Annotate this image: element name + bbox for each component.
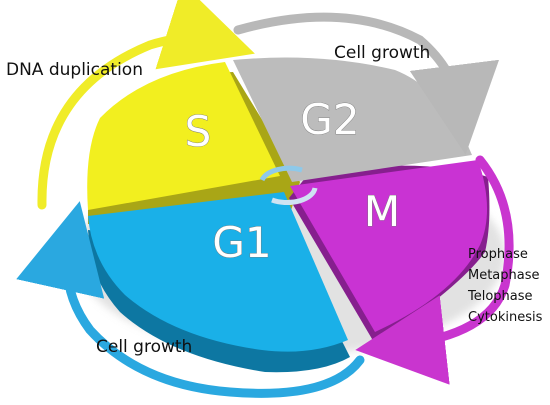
- segment-m: [290, 160, 488, 332]
- segment-label-s: S: [185, 107, 212, 156]
- segment-g1: [88, 192, 348, 352]
- arrow-magenta: [355, 155, 514, 385]
- phase-prophase: Prophase: [468, 247, 528, 262]
- phase-metaphase: Metaphase: [468, 268, 540, 283]
- center-cycle-icon: [259, 165, 318, 206]
- phase-telophase: Telophase: [467, 289, 533, 304]
- phase-cytokinesis: Cytokinesis: [468, 310, 543, 325]
- arrow-gray: [233, 12, 500, 155]
- segment-label-m: M: [364, 187, 400, 236]
- segment-label-g1: G1: [212, 218, 271, 267]
- label-cell-growth-bottom: Cell growth: [96, 337, 192, 357]
- label-dna-duplication: DNA duplication: [6, 60, 143, 80]
- segment-s: [87, 62, 280, 210]
- arrow-blue: [16, 201, 365, 398]
- label-cell-growth-top: Cell growth: [334, 43, 430, 63]
- arrow-yellow: [37, 0, 255, 210]
- segment-label-g2: G2: [300, 95, 359, 144]
